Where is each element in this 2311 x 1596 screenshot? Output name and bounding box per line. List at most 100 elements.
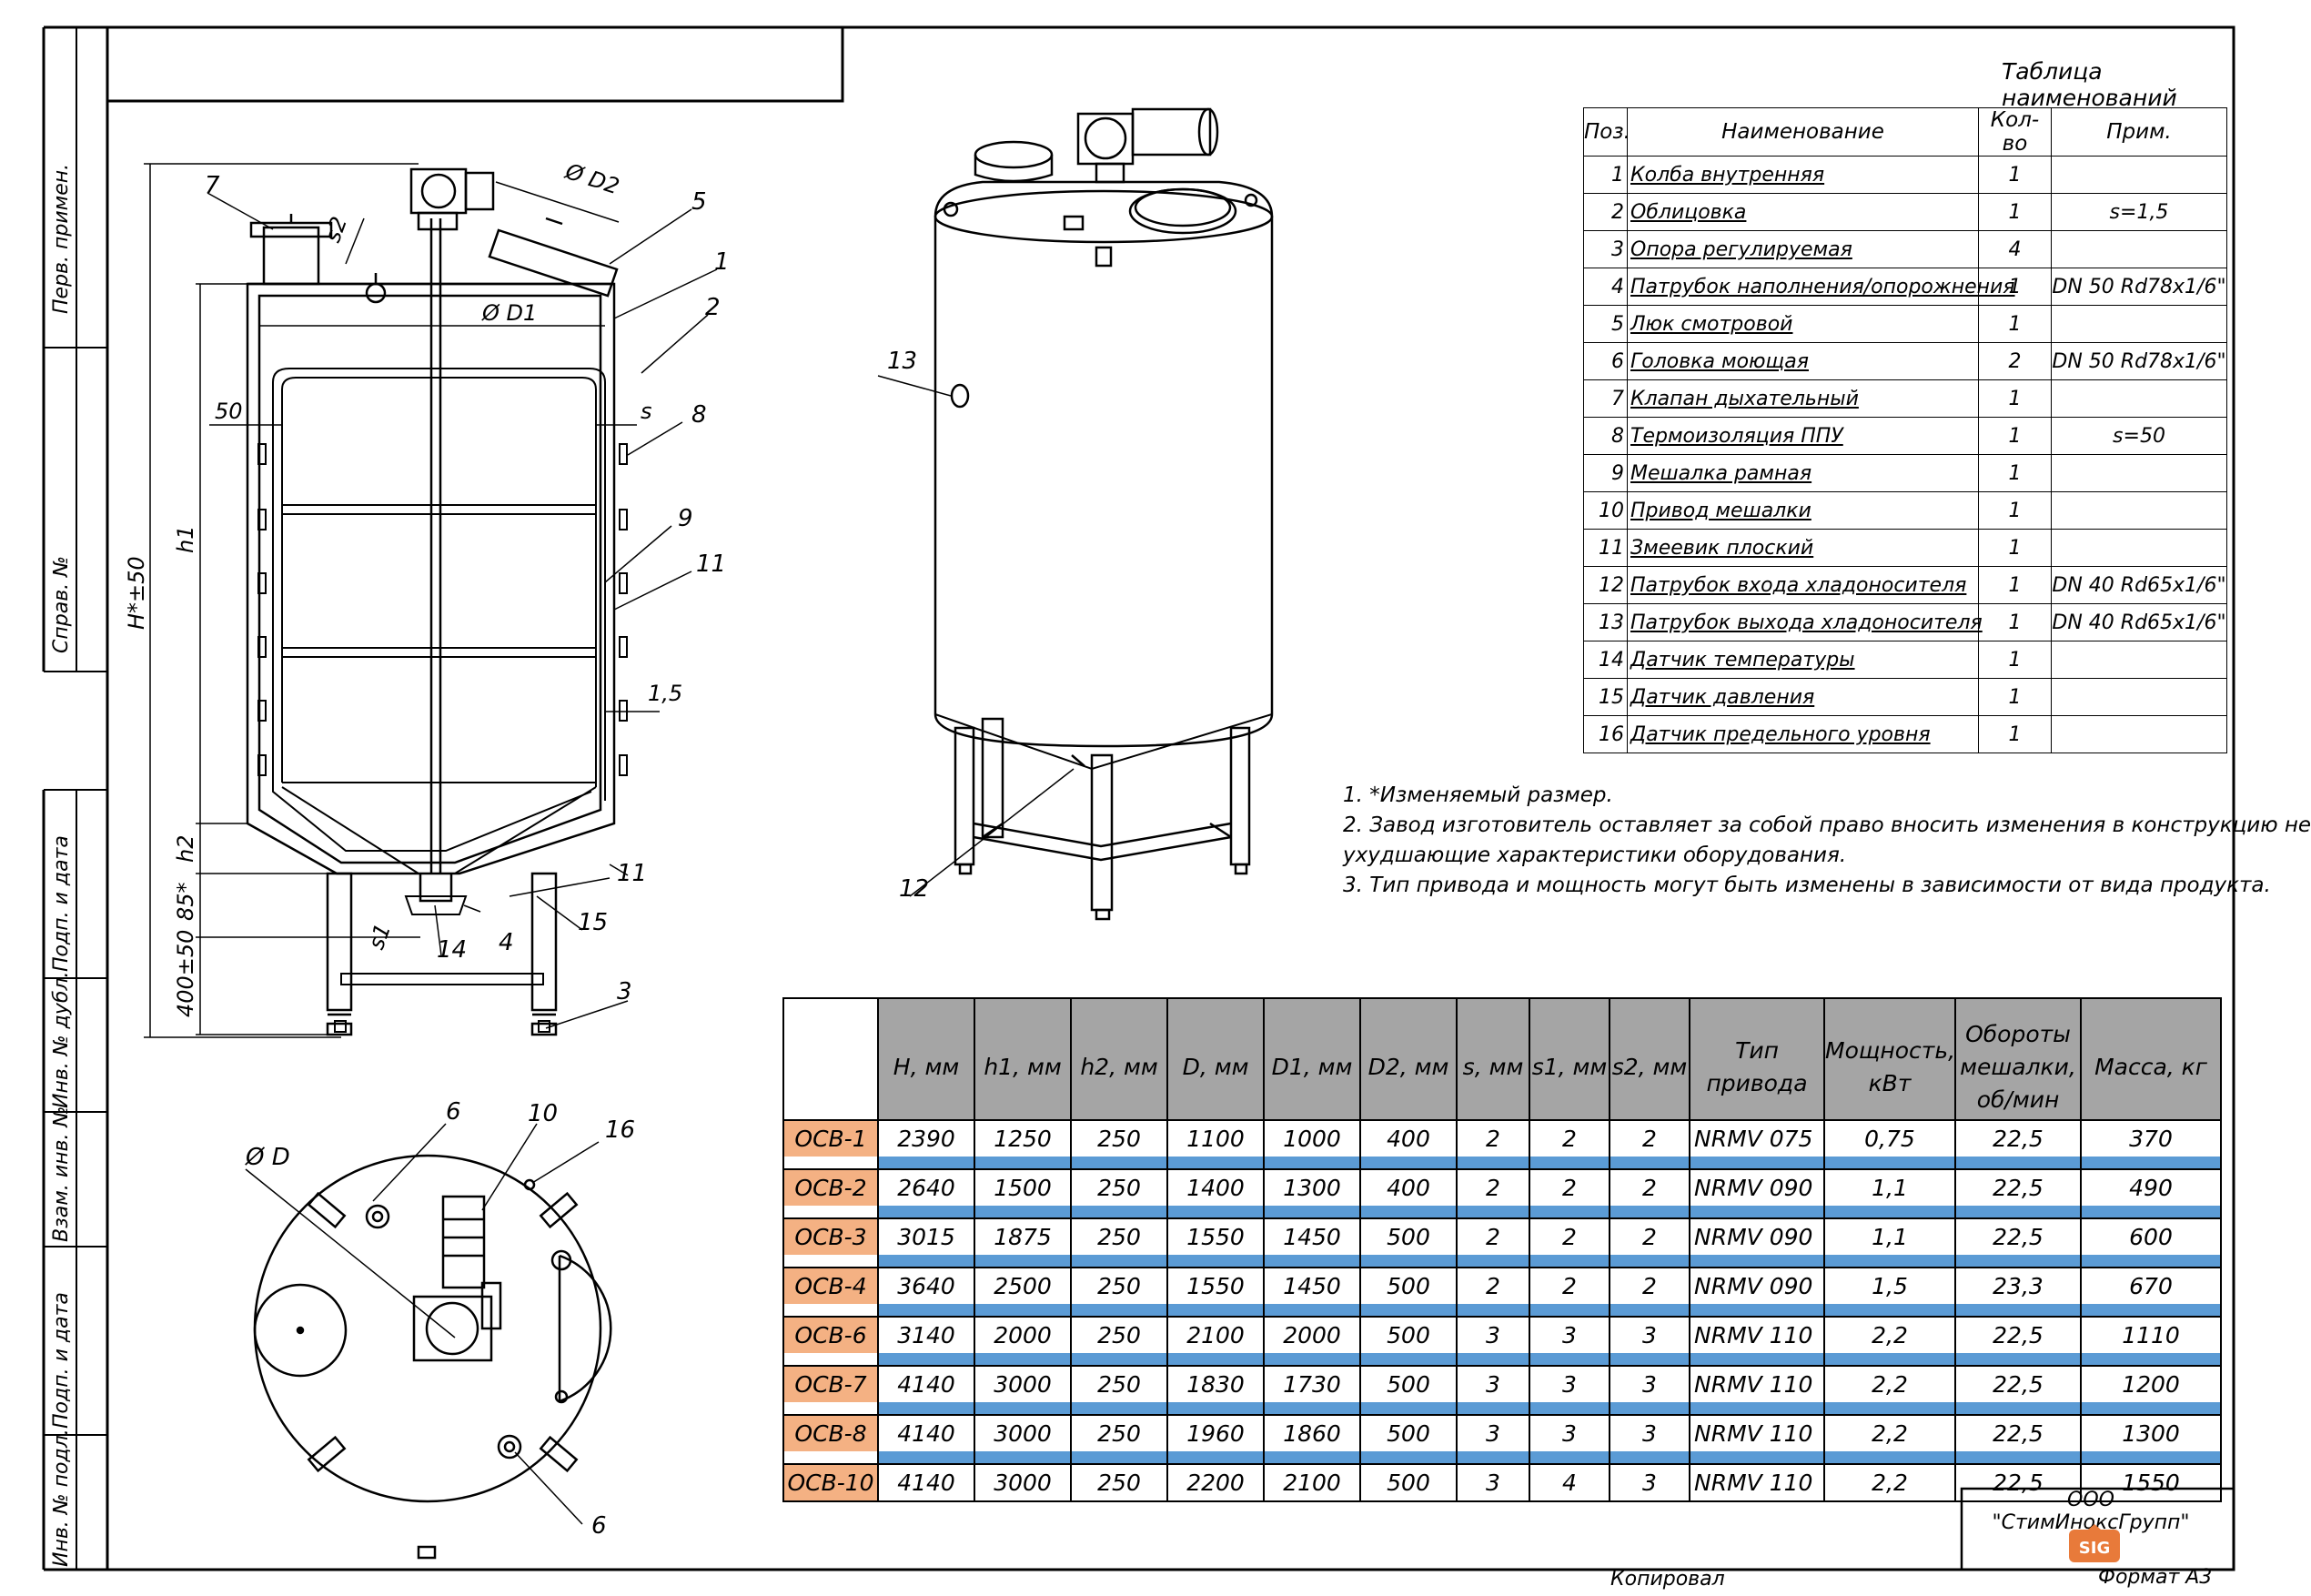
spec-cell: 3 [1456, 1316, 1530, 1353]
separator-cell [1359, 1451, 1458, 1464]
spec-cell: 3 [1609, 1463, 1690, 1502]
spec-cell: 3 [1609, 1316, 1690, 1353]
parts-name-text: Патрубок наполнения/опорожнения [1630, 275, 2015, 298]
parts-name: Термоизоляция ППУ [1627, 417, 1979, 455]
stamp-label: Перв. примен. [50, 164, 73, 314]
separator-cell [1359, 1402, 1458, 1415]
separator-cell [877, 1304, 975, 1317]
spec-cell: 2100 [1166, 1316, 1265, 1353]
spec-cell: NRMV 090 [1689, 1217, 1825, 1255]
spec-cell: 1110 [2080, 1316, 2222, 1353]
separator-cell [877, 1255, 975, 1268]
spec-cell: 250 [1070, 1168, 1168, 1206]
spec-cell: 4140 [877, 1365, 975, 1402]
parts-qty: 1 [1978, 566, 2052, 604]
parts-name-text: Патрубок выхода хладоносителя [1630, 611, 1983, 634]
callout-number: 9 [678, 505, 693, 532]
spec-cell: 22,5 [1954, 1316, 2082, 1353]
stamp-label: Взам. инв. № [50, 1106, 73, 1242]
parts-name: Патрубок входа хладоносителя [1627, 566, 1979, 604]
spec-cell: 370 [2080, 1119, 2222, 1157]
separator-cell [1070, 1255, 1168, 1268]
parts-table-header: Поз. Наименование Кол-во Прим. [1583, 107, 2227, 157]
header-pos: Поз. [1583, 107, 1630, 157]
separator-cell [2080, 1451, 2222, 1464]
side-stamp: Перв. примен. Справ. № Подп. и дата Инв.… [50, 164, 73, 1567]
parts-qty: 1 [1978, 529, 2052, 567]
spec-cell: 3 [1609, 1365, 1690, 1402]
parts-note [2051, 641, 2227, 679]
sheet-format: Формат А3 [2098, 1566, 2213, 1589]
separator-cell [974, 1353, 1072, 1366]
spec-header-cell: Тип привода [1689, 997, 1825, 1121]
spec-cell: 2640 [877, 1168, 975, 1206]
spec-row-separator [782, 1206, 2222, 1218]
dim-label: 50 [215, 399, 243, 424]
dim-label: s2 [319, 213, 352, 246]
dim-label: h2 [173, 835, 198, 863]
spec-cell: 2 [1609, 1168, 1690, 1206]
spec-cell: 22,5 [1954, 1463, 2082, 1502]
separator-cell [1456, 1451, 1530, 1464]
parts-pos-text: 7 [1611, 387, 1624, 410]
spec-cell: 1000 [1263, 1119, 1361, 1157]
callout-number: 11 [696, 551, 726, 578]
parts-name: Мешалка рамная [1627, 454, 1979, 492]
parts-name-text: Датчик предельного уровня [1630, 722, 1931, 746]
spec-cell: 490 [2080, 1168, 2222, 1206]
isometric-view [933, 107, 1274, 921]
spec-header-cell: Масса, кг [2080, 997, 2222, 1121]
spec-cell: 1,1 [1823, 1168, 1956, 1206]
spec-cell: 1450 [1263, 1267, 1361, 1304]
separator-cell [1070, 1402, 1168, 1415]
spec-header-cell: Мощность, кВт [1823, 997, 1956, 1121]
parts-note-text: DN 40 Rd65x1/6" [2052, 611, 2226, 634]
spec-row-separator [782, 1353, 2222, 1366]
spec-cell: 500 [1359, 1365, 1458, 1402]
parts-note-text: DN 40 Rd65x1/6" [2052, 573, 2226, 597]
separator-cell [1529, 1255, 1610, 1268]
spec-cell: 22,5 [1954, 1414, 2082, 1451]
spec-model-cell: ОСВ-4 [782, 1267, 879, 1304]
parts-name-text: Мешалка рамная [1630, 461, 1812, 485]
spec-cell: 2 [1529, 1267, 1610, 1304]
parts-pos: 8 [1583, 417, 1628, 455]
spec-row-separator [782, 1402, 2222, 1415]
spec-cell: 2 [1456, 1119, 1530, 1157]
callout-number: 10 [528, 1100, 558, 1127]
spec-cell: 1,5 [1823, 1267, 1956, 1304]
spec-cell: 3000 [974, 1463, 1072, 1502]
separator-cell [1823, 1402, 1956, 1415]
parts-name: Патрубок выхода хладоносителя [1627, 603, 1983, 641]
parts-qty: 1 [1978, 156, 2052, 194]
parts-name: Датчик предельного уровня [1627, 715, 1979, 753]
spec-header-cell: Обороты мешалки, об/мин [1954, 997, 2082, 1121]
parts-qty-text: 1 [2008, 499, 2022, 522]
stamp-label: Подп. и дата [50, 1292, 73, 1429]
separator-cell [1456, 1157, 1530, 1169]
parts-qty: 1 [1978, 268, 2052, 306]
separator-cell [1609, 1402, 1690, 1415]
spec-cell: 2 [1529, 1119, 1610, 1157]
parts-note: DN 40 Rd65x1/6" [2051, 566, 2227, 604]
dim-label: H*±50 [124, 556, 149, 630]
spec-cell: 4 [1529, 1463, 1610, 1502]
parts-name: Клапан дыхательный [1627, 379, 1979, 418]
parts-note [2051, 715, 2227, 753]
parts-name: Люк смотровой [1627, 305, 1979, 343]
callout-number: 1 [714, 248, 730, 276]
callout-number: 2 [705, 294, 721, 321]
note-line: 1. *Изменяемый размер. [1343, 783, 1613, 807]
separator-cell [1456, 1255, 1530, 1268]
parts-pos-text: 2 [1611, 200, 1624, 224]
separator-cell [974, 1304, 1072, 1317]
parts-table-title: Таблица наименований [2002, 58, 2177, 111]
